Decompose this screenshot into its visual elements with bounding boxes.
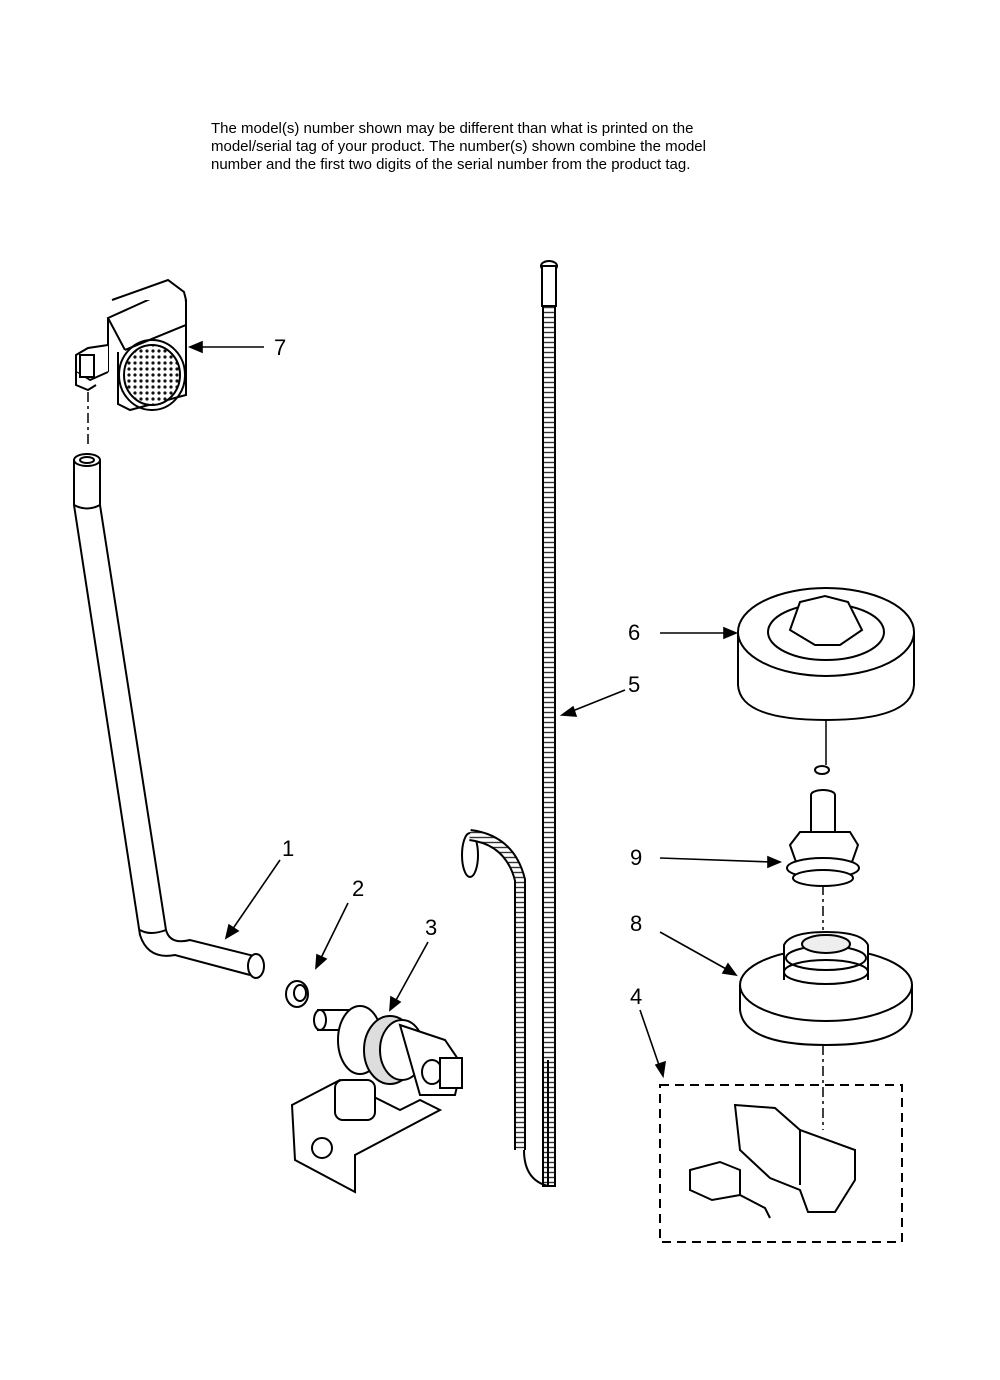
callout-9: 9 — [630, 845, 643, 870]
note-line-1: The model(s) number shown may be differe… — [211, 120, 694, 137]
disclaimer-note: The model(s) number shown may be differe… — [211, 120, 811, 174]
callout-3: 3 — [425, 915, 438, 940]
part-4-switch — [659, 1084, 903, 1243]
callout-4: 4 — [630, 984, 643, 1009]
callout-7: 7 — [274, 335, 287, 360]
leader-lines — [187, 340, 783, 1079]
callout-5: 5 — [628, 672, 641, 697]
note-line-2: model/serial tag of your product. The nu… — [211, 138, 706, 155]
part-1-hose — [73, 453, 265, 979]
callout-6: 6 — [628, 620, 641, 645]
callout-8: 8 — [630, 911, 643, 936]
callout-2: 2 — [352, 876, 365, 901]
part-6-cap — [737, 587, 915, 775]
part-2-clamp — [285, 980, 309, 1008]
note-line-3: number and the first two digits of the s… — [211, 156, 691, 173]
part-3-valve — [290, 1005, 464, 1194]
callout-1: 1 — [282, 836, 295, 861]
part-9-stem — [786, 789, 860, 930]
corrugated-hose — [461, 829, 526, 1150]
part-7-vent-housing — [75, 278, 187, 445]
part-5-tube — [523, 260, 558, 1187]
part-8-base — [739, 930, 913, 1130]
